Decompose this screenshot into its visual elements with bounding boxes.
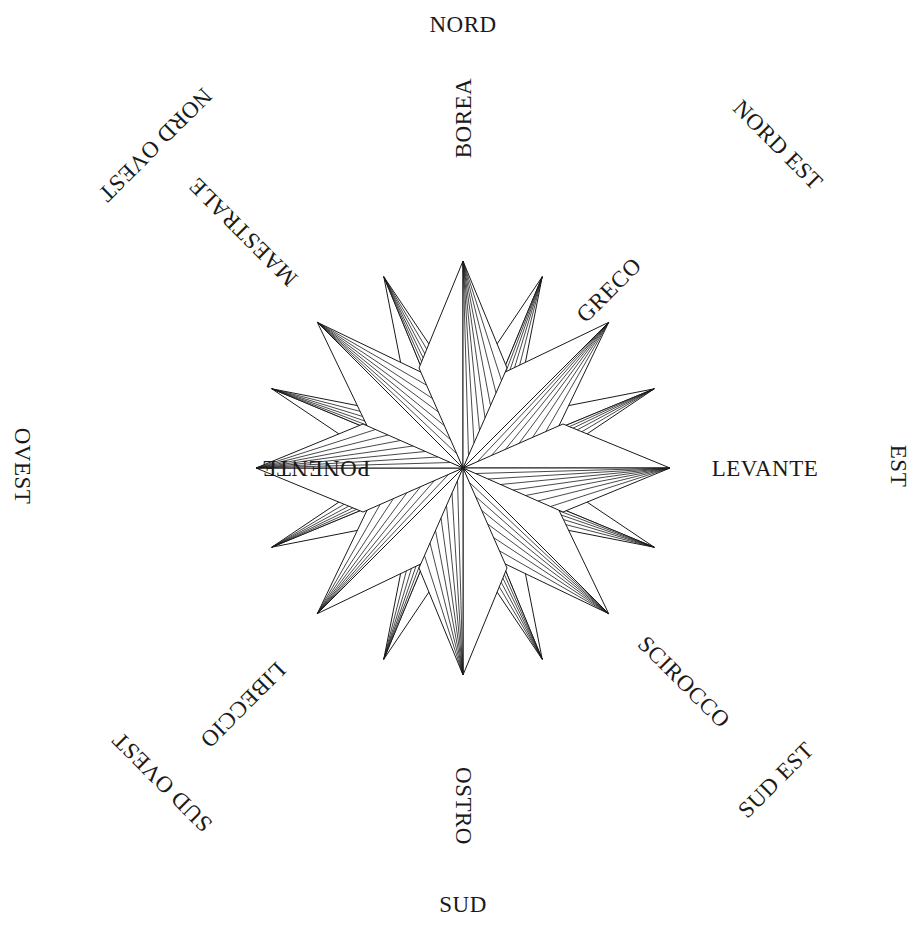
- rose-point: [419, 468, 463, 675]
- hatch-line: [543, 322, 609, 436]
- wind-label: OVEST: [11, 428, 34, 505]
- hatch-line: [430, 543, 463, 675]
- wind-label: SCIROCCO: [634, 632, 734, 732]
- hatch-line: [538, 468, 670, 501]
- hatch-line: [317, 322, 436, 401]
- hatch-line: [317, 322, 431, 388]
- rose-point: [463, 424, 670, 468]
- wind-label: MAESTRALE: [184, 173, 301, 290]
- wind-label: SUD OVEST: [108, 728, 216, 836]
- wind-label: LEVANTE: [712, 457, 819, 480]
- hatch-line: [551, 468, 671, 507]
- wind-label: GRECO: [572, 253, 645, 326]
- wind-label: NORD: [429, 13, 496, 36]
- hatch-line: [463, 261, 496, 393]
- wind-label: SUD: [439, 893, 487, 916]
- rose-point: [463, 468, 507, 675]
- wind-label: OSTRO: [452, 767, 475, 845]
- hatch-line: [317, 500, 383, 614]
- hatch-line: [425, 556, 464, 676]
- wind-label: LIBECCIO: [196, 658, 290, 752]
- hatch-line: [495, 548, 609, 614]
- wind-label: BOREA: [452, 78, 475, 158]
- wind-label: EST: [887, 445, 910, 487]
- rose-point: [463, 261, 507, 468]
- hatch-line: [530, 322, 609, 441]
- rose-point: [463, 468, 670, 512]
- hatch-line: [513, 468, 670, 490]
- wind-label: PONENTE: [262, 457, 370, 480]
- hatch-line: [489, 535, 608, 614]
- hatch-line: [463, 261, 485, 418]
- hatch-line: [441, 518, 463, 675]
- hatch-line: [317, 494, 396, 613]
- rose-point: [419, 261, 463, 468]
- wind-label: NORD EST: [729, 96, 827, 194]
- wind-label: SUD EST: [734, 738, 818, 822]
- hatch-line: [463, 261, 502, 381]
